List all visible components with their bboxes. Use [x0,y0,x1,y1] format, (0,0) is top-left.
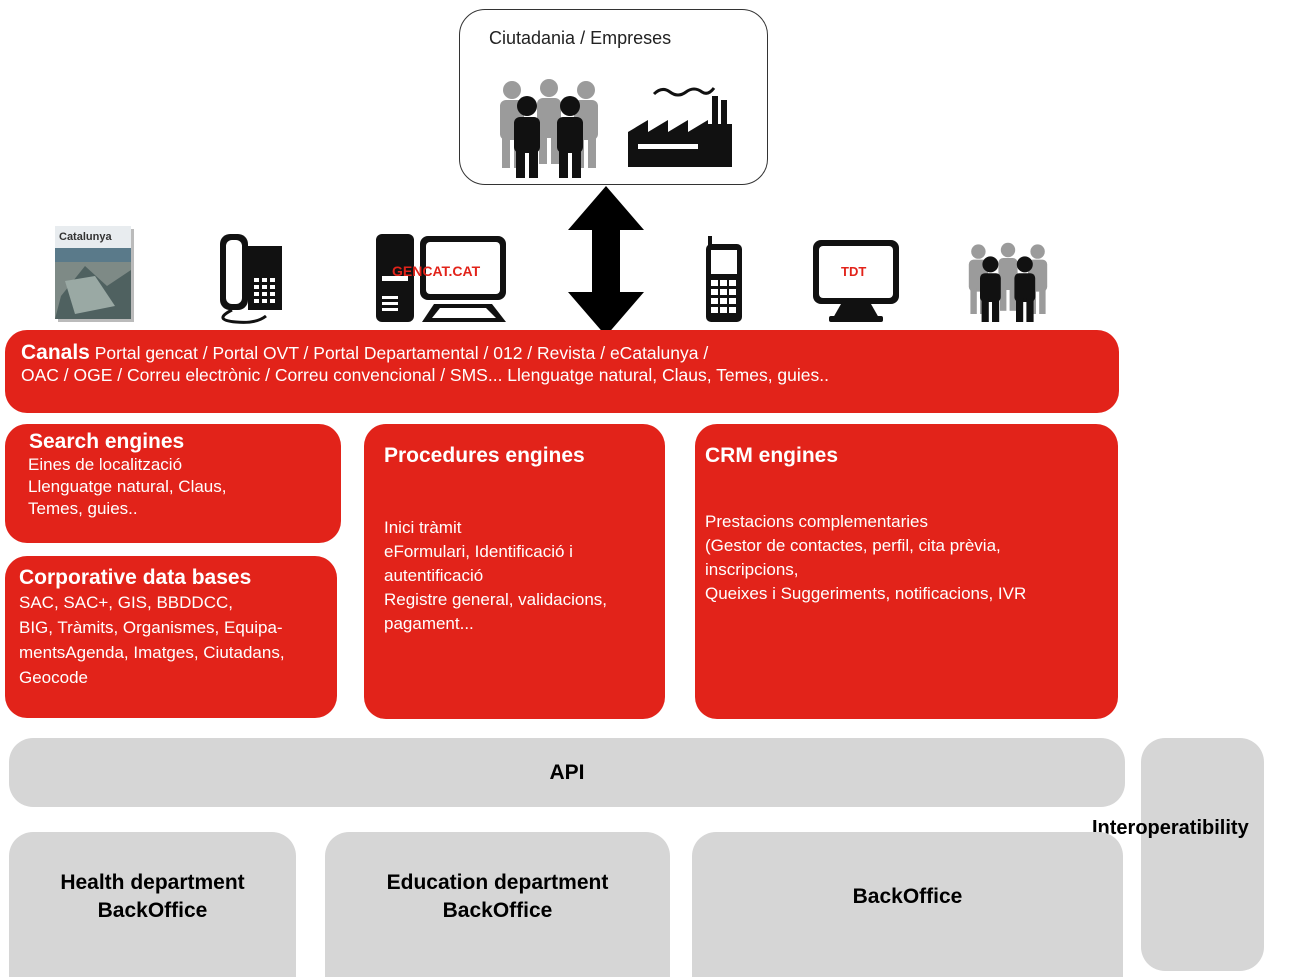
canals-title: Canals [21,341,90,364]
interoperability-column [1141,738,1264,971]
education-backoffice-line2: BackOffice [442,898,553,922]
search-line-2: Llenguatge natural, Claus, [28,477,227,496]
generic-backoffice-box: BackOffice [692,832,1123,977]
crm-line-1: Prestacions complementaries [705,512,928,531]
procedures-engines-box: Procedures engines Inici tràmit eFormula… [364,424,665,719]
interoperability-label: Interoperatibility [1092,817,1249,839]
procedures-line-1: Inici tràmit [384,518,462,537]
tdt-label: TDT [841,264,866,279]
crm-line-4: Queixes i Suggeriments, notificacions, I… [705,584,1027,603]
citizens-companies-box: Ciutadania / Empreses [459,9,768,185]
magazine-icon: Catalunya [55,226,134,322]
canals-box: Canals Portal gencat / Portal OVT / Port… [5,330,1119,413]
computer-icon: GENCAT.CAT [376,234,506,322]
corporative-line-4: Geocode [19,668,88,687]
tv-icon: TDT [813,240,899,322]
canals-line2: OAC / OGE / Correu electrònic / Correu c… [21,365,829,385]
search-line-1: Eines de localització [28,455,183,474]
procedures-line-3: autentificació [384,566,484,585]
education-backoffice-line1: Education department [386,870,609,894]
corporative-db-title: Corporative data bases [19,566,252,589]
in-person-people-icon [968,242,1048,322]
magazine-title: Catalunya [59,231,112,243]
generic-backoffice-label: BackOffice [852,884,963,908]
procedures-line-2: eFormulari, Identificació i [384,542,573,561]
search-engines-box: Search engines Eines de localització Lle… [5,424,341,543]
crm-engines-title: CRM engines [705,444,839,467]
crm-engines-box: CRM engines Prestacions complementaries … [695,424,1118,719]
canals-line1: Portal gencat / Portal OVT / Portal Depa… [94,343,709,363]
health-backoffice-line2: BackOffice [97,898,208,922]
gencat-label: GENCAT.CAT [392,263,481,279]
mobile-phone-icon [706,236,742,322]
procedures-line-5: pagament... [384,614,474,633]
factory-icon [628,87,732,167]
citizens-companies-label: Ciutadania / Empreses [489,28,672,48]
double-arrow-icon [568,186,644,336]
health-backoffice-line1: Health department [60,870,245,894]
crm-line-2: (Gestor de contactes, perfil, cita prèvi… [705,536,1001,555]
procedures-line-4: Registre general, validacions, [384,590,608,609]
api-label: API [549,760,585,784]
people-group-icon [500,79,598,178]
api-bar: API [9,738,1125,807]
procedures-engines-title: Procedures engines [384,444,585,467]
crm-line-3: inscripcions, [705,560,799,579]
corporative-line-2: BIG, Tràmits, Organismes, Equipa- [19,618,283,637]
corporative-line-1: SAC, SAC+, GIS, BBDDCC, [19,593,233,612]
education-backoffice-box: Education department BackOffice [325,832,670,977]
corporative-db-box: Corporative data bases SAC, SAC+, GIS, B… [5,556,337,718]
search-line-3: Temes, guies.. [28,499,138,518]
telephone-icon [220,234,282,324]
search-engines-title: Search engines [29,430,185,453]
corporative-line-3: mentsAgenda, Imatges, Ciutadans, [19,643,285,662]
health-backoffice-box: Health department BackOffice [9,832,296,977]
